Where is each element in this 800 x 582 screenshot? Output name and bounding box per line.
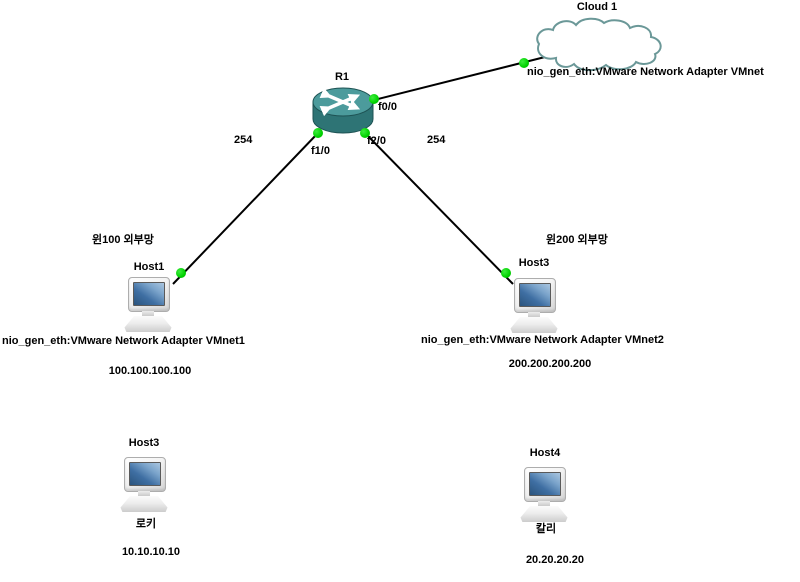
endpoint-dot-f0 xyxy=(369,94,379,104)
router-arrows xyxy=(319,87,361,117)
monitor-base xyxy=(124,316,172,332)
cloud-shape xyxy=(536,17,662,72)
host3-upper-name-label: Host3 xyxy=(518,257,550,269)
endpoint-dot-f2 xyxy=(360,128,370,138)
router-name-label: R1 xyxy=(334,71,350,83)
host4-os-label: 칼리 xyxy=(535,523,557,535)
link-r1-host1[interactable] xyxy=(172,132,319,285)
host3-upper-adapter-label: nio_gen_eth:VMware Network Adapter VMnet… xyxy=(421,334,664,346)
link-r1-host3[interactable] xyxy=(364,132,514,285)
cloud-name-label: Cloud 1 xyxy=(576,1,618,13)
endpoint-dot-f1 xyxy=(313,128,323,138)
monitor-base xyxy=(510,317,558,333)
host3-lower-computer-icon[interactable] xyxy=(120,457,168,513)
host1-ip-label: 100.100.100.100 xyxy=(108,365,192,377)
host1-network-label: 윈100 외부망 xyxy=(92,234,154,246)
port-f1-label: f1/0 xyxy=(311,145,330,157)
host4-computer-icon[interactable] xyxy=(520,467,568,523)
host4-name-label: Host4 xyxy=(529,447,561,459)
port-f0-label: f0/0 xyxy=(378,101,397,113)
endpoint-dot-host1 xyxy=(176,268,186,278)
port-f2-label: f2/0 xyxy=(367,135,386,147)
endpoint-dot-host3 xyxy=(501,268,511,278)
monitor-bezel xyxy=(514,278,556,313)
monitor-bezel xyxy=(524,467,566,502)
monitor-screen xyxy=(519,283,551,307)
monitor-screen xyxy=(529,472,561,496)
host3-lower-ip-label: 10.10.10.10 xyxy=(121,546,181,558)
annotation-254-right: 254 xyxy=(427,134,446,146)
cloud-adapter-label: nio_gen_eth:VMware Network Adapter VMnet xyxy=(527,66,764,78)
host3-upper-computer-icon[interactable] xyxy=(510,278,558,334)
host1-computer-icon[interactable] xyxy=(124,277,172,333)
monitor-bezel xyxy=(124,457,166,492)
host4-ip-label: 20.20.20.20 xyxy=(525,554,585,566)
monitor-neck xyxy=(142,311,154,316)
cloud-icon[interactable] xyxy=(530,17,676,75)
host1-name-label: Host1 xyxy=(133,261,165,273)
monitor-base xyxy=(120,496,168,512)
monitor-screen xyxy=(129,462,161,486)
router-icon[interactable] xyxy=(310,86,376,136)
monitor-base xyxy=(520,506,568,522)
host3-upper-ip-label: 200.200.200.200 xyxy=(508,358,592,370)
annotation-254-left: 254 xyxy=(234,134,253,146)
host1-adapter-label: nio_gen_eth:VMware Network Adapter VMnet… xyxy=(2,335,245,347)
endpoint-dot-cloud xyxy=(519,58,529,68)
monitor-bezel xyxy=(128,277,170,312)
host3-upper-network-label: 윈200 외부망 xyxy=(546,234,608,246)
monitor-neck xyxy=(138,491,150,496)
link-r1-cloud[interactable] xyxy=(373,56,546,101)
monitor-neck xyxy=(528,312,540,317)
monitor-neck xyxy=(538,501,550,506)
host3-lower-name-label: Host3 xyxy=(128,437,160,449)
host3-lower-os-label: 로키 xyxy=(135,518,157,530)
monitor-screen xyxy=(133,282,165,306)
